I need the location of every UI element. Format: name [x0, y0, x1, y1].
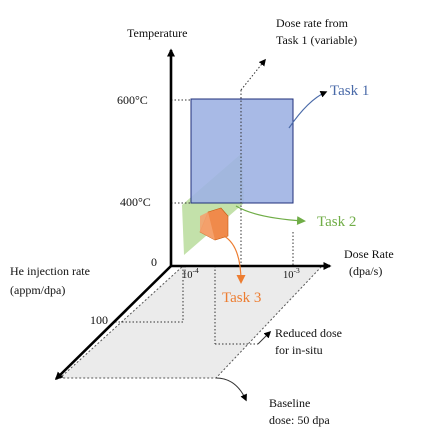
task1-arrow: [288, 91, 328, 129]
dose-rate-from-label-2: Task 1 (variable): [276, 33, 357, 47]
baseline-dose-label: Baseline: [269, 396, 310, 410]
task1-box: [190, 98, 294, 204]
dose-rate-tick-low: 10-4: [182, 266, 199, 281]
dose-rate-tick-high: 10-3: [283, 266, 300, 281]
task3-arrow: [223, 235, 246, 284]
he-injection-axis: [54, 265, 172, 381]
dose-rate-from-label: Dose rate from: [276, 16, 349, 30]
he-injection-tick-100: 100: [90, 313, 108, 327]
task2-label: Task 2: [317, 214, 356, 230]
task2-arrow: [235, 205, 306, 226]
temperature-tick-600: 600°C: [117, 93, 148, 107]
reduced-dose-label-2: for in-situ: [275, 343, 323, 357]
baseline-dose-label-2: dose: 50 dpa: [269, 413, 330, 427]
axes: [54, 48, 332, 381]
baseline-dose-leader: [215, 377, 247, 402]
task3-label: Task 3: [222, 290, 261, 306]
temperature-tick-400: 400°C: [120, 195, 151, 209]
he-injection-axis-label: He injection rate: [10, 264, 90, 278]
dose-rate-axis-label: Dose Rate: [344, 247, 394, 261]
dose-rate-axis-unit: (dpa/s): [349, 264, 382, 278]
dose-rate-from-leader: [240, 58, 266, 91]
temperature-axis-label: Temperature: [127, 26, 187, 40]
reduced-dose-label: Reduced dose: [275, 326, 342, 340]
origin-label: 0: [151, 255, 157, 269]
task3-hexagon-face: [200, 212, 215, 240]
guide-lines: [115, 90, 294, 345]
reduced-dose-leader: [257, 330, 272, 345]
task1-label: Task 1: [330, 83, 369, 99]
he-injection-axis-unit: (appm/dpa): [10, 283, 65, 297]
